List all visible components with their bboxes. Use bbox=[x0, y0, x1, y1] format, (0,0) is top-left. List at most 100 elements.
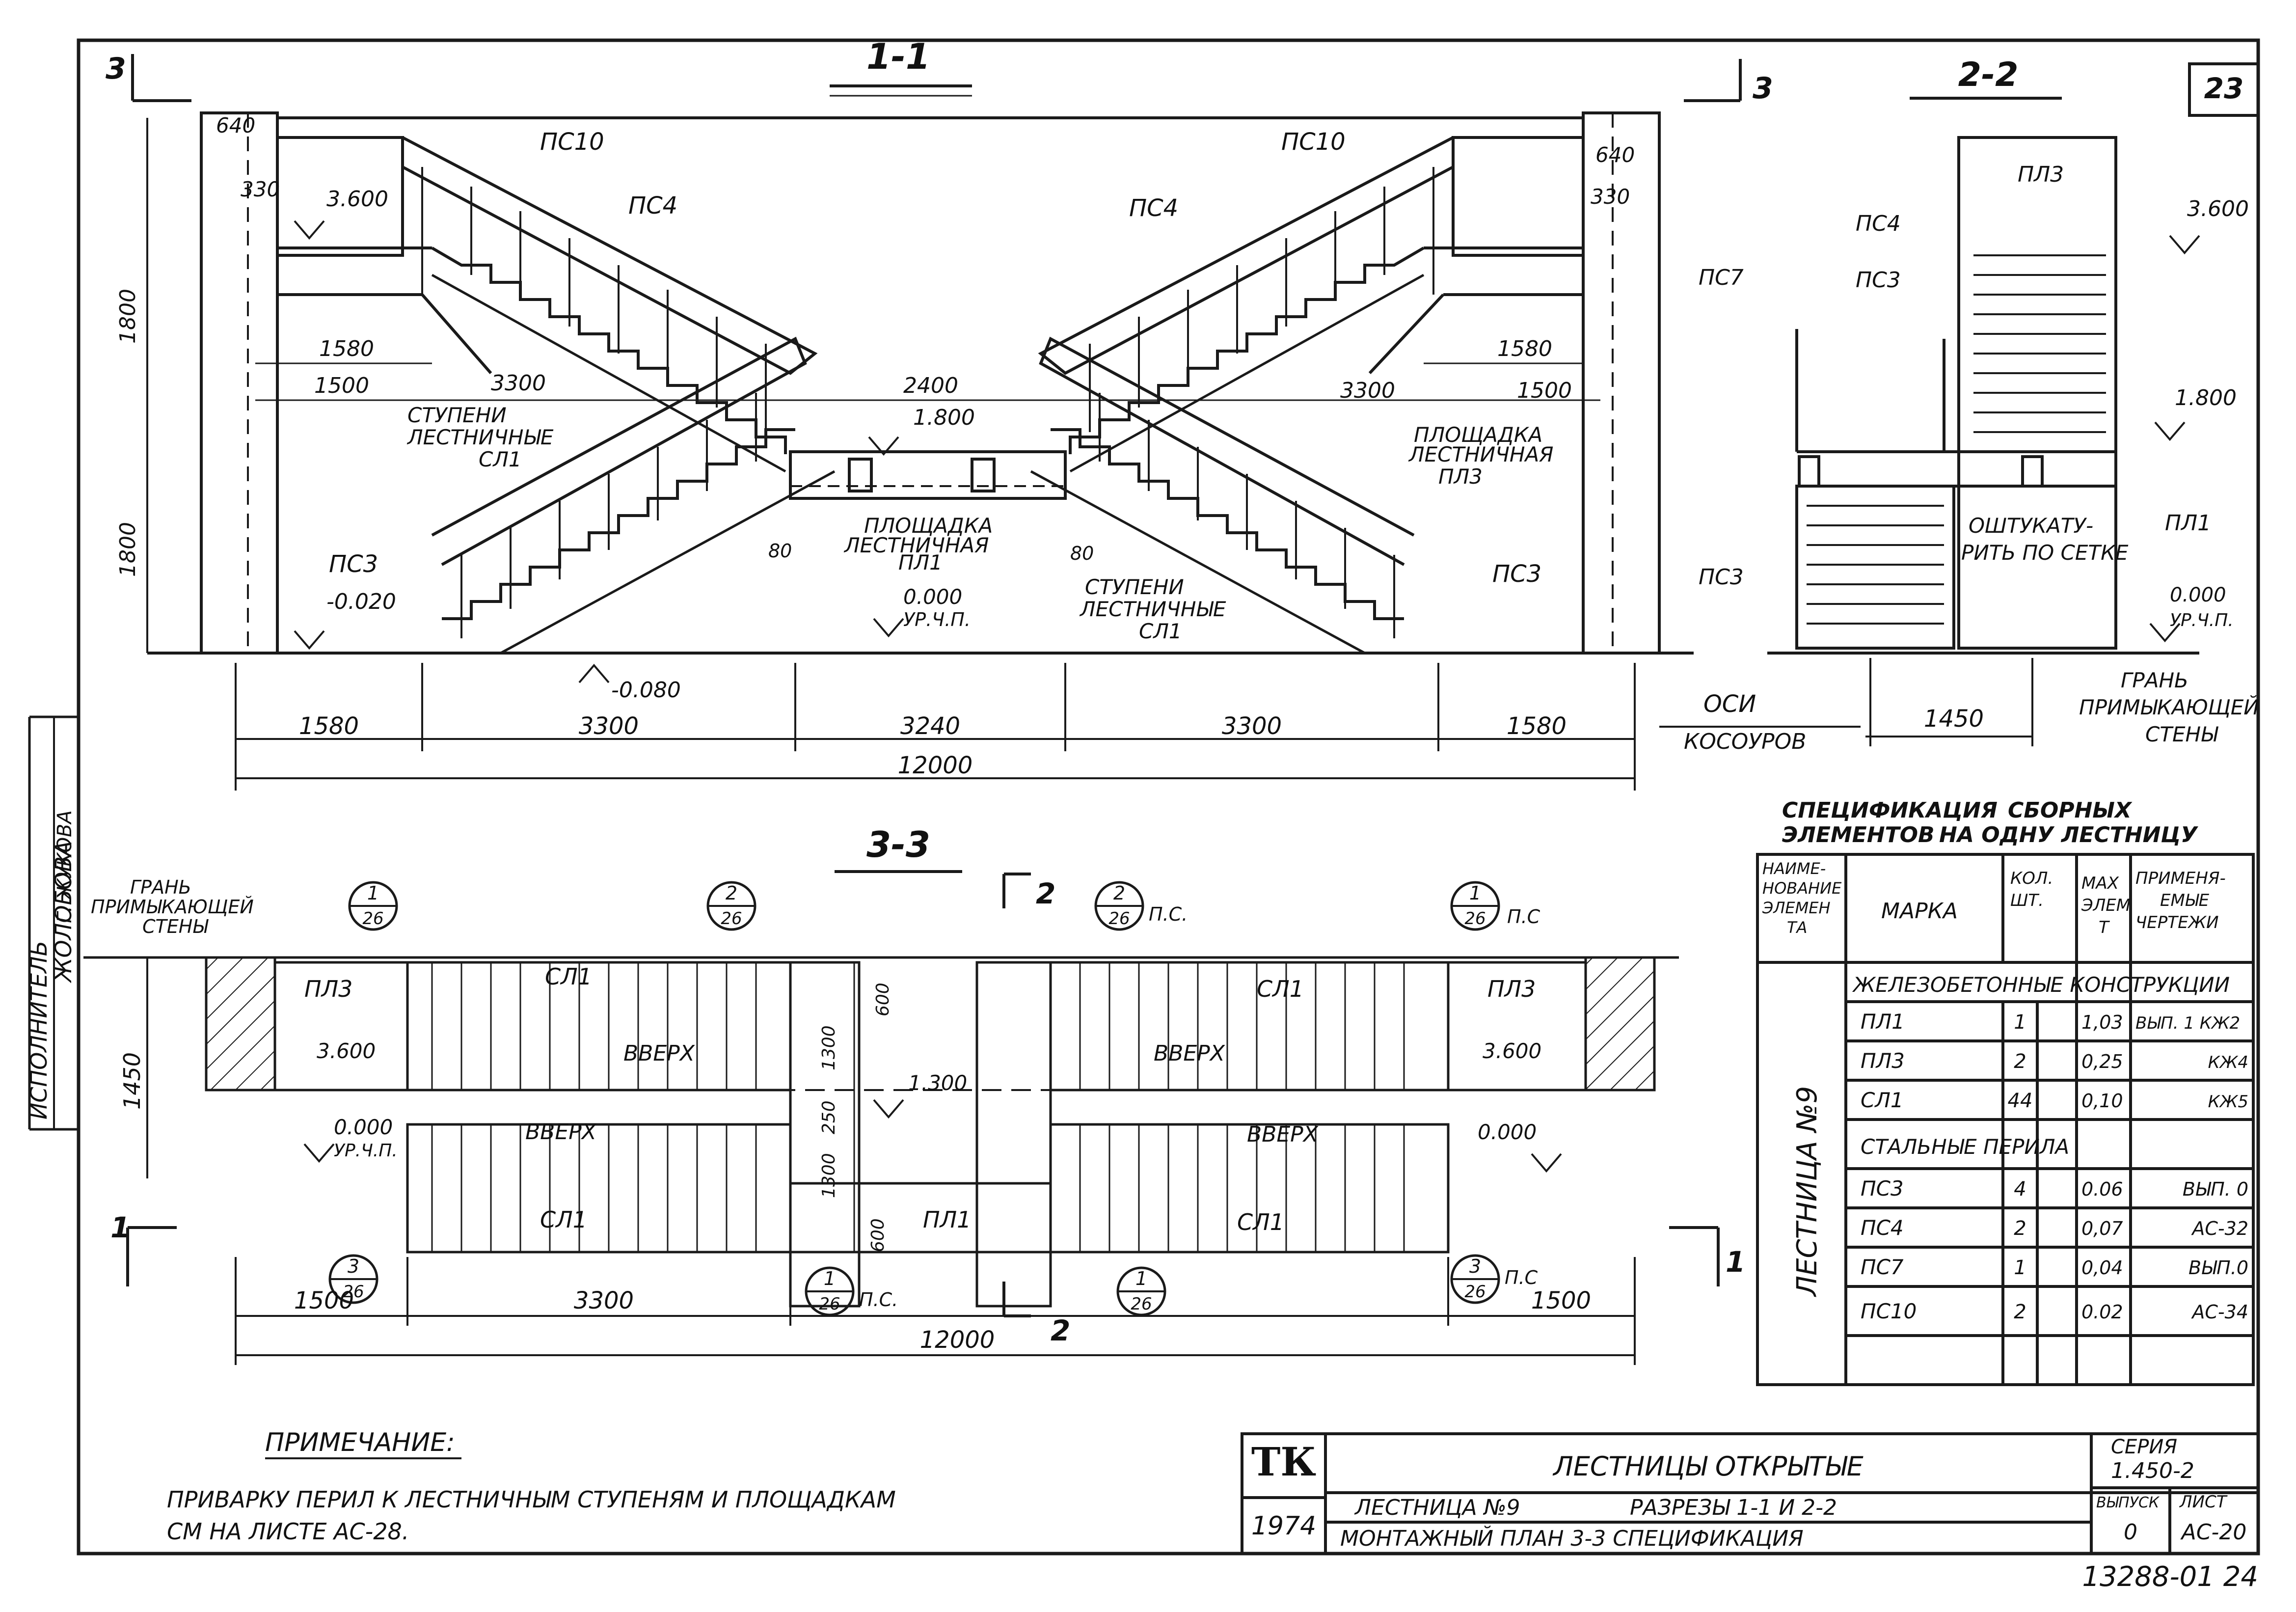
stamp-title: ЛЕСТНИЦЫ ОТКРЫТЫЕ bbox=[1552, 1451, 1864, 1482]
s33-dim-600-bottom: 600 bbox=[868, 1218, 888, 1252]
stamp-sheet-label: ЛИСТ bbox=[2179, 1492, 2228, 1512]
spec-rc-3-doc: КЖ5 bbox=[2208, 1092, 2248, 1112]
s22-level-3600: 3.600 bbox=[2187, 196, 2249, 221]
stamp-issue: 0 bbox=[2124, 1520, 2137, 1545]
callout-bottom-2-den: 26 bbox=[819, 1294, 840, 1314]
s22-label-pl3: ПЛ3 bbox=[2018, 162, 2064, 187]
spec-header-mark: МАРКА bbox=[1881, 899, 1958, 924]
callout-top-4-num: 1 bbox=[1469, 882, 1481, 904]
dim-1580-left: 1580 bbox=[319, 336, 374, 361]
center-landing bbox=[789, 450, 1067, 500]
stamp-org: ТК bbox=[1251, 1439, 1316, 1485]
s33-dim-250: 250 bbox=[819, 1100, 839, 1134]
spec-rc-1-doc: ВЫП. 1 КЖ2 bbox=[2135, 1013, 2240, 1033]
callout-bottom-1: 3 26 bbox=[328, 1254, 378, 1304]
label-landing-center-2: ЛЕСТНИЧНАЯ bbox=[843, 533, 989, 557]
spec-steel-1-mark: ПС3 bbox=[1861, 1176, 1904, 1201]
s33-dim-600-top: 600 bbox=[873, 983, 893, 1016]
spec-header-drawings-1: ПРИМЕНЯ- bbox=[2135, 869, 2226, 888]
cut-mark-3-left: 3 bbox=[106, 52, 126, 86]
dim-bottom-1580-left: 1580 bbox=[299, 712, 359, 740]
note-line-2: СМ НА ЛИСТЕ АС-28. bbox=[167, 1518, 409, 1545]
spec-table: СПЕЦИФИКАЦИЯ СБОРНЫХ ЭЛЕМЕНТОВ НА ОДНУ Л… bbox=[1756, 798, 2255, 1386]
callout-top-2-den: 26 bbox=[721, 909, 742, 929]
section-2-2: 2-2 bbox=[1659, 55, 2259, 754]
s33-dim-total-12000: 12000 bbox=[920, 1326, 995, 1354]
s33-level-3600-right: 3.600 bbox=[1483, 1039, 1541, 1063]
callout-top-2: 2 26 bbox=[706, 881, 756, 931]
dim-bottom-3300-left: 3300 bbox=[579, 712, 639, 740]
s33-label-up-4: ВВЕРХ bbox=[1247, 1122, 1319, 1147]
dim-total-12000: 12000 bbox=[898, 752, 973, 779]
label-ps10-left: ПС10 bbox=[540, 128, 604, 156]
margin-name: ЖОЛОБОВА bbox=[50, 841, 77, 984]
callout-top-3: 2 26 П.С. bbox=[1094, 881, 1188, 931]
title-stamp: ТК 1974 ЛЕСТНИЦЫ ОТКРЫТЫЕ ЛЕСТНИЦА №9 РА… bbox=[1241, 1432, 2260, 1555]
spec-steel-4-qty: 2 bbox=[2014, 1301, 2026, 1323]
s33-cut-1-left: 1 bbox=[110, 1211, 130, 1244]
callout-bottom-4-num: 3 bbox=[1469, 1256, 1481, 1277]
s33-dim-1500-right: 1500 bbox=[1531, 1287, 1591, 1314]
spec-steel-2-mass: 0,07 bbox=[2081, 1218, 2123, 1239]
label-ps4-left: ПС4 bbox=[628, 192, 677, 219]
s33-label-sl1-b: СЛ1 bbox=[1257, 976, 1304, 1002]
spec-steel-2-qty: 2 bbox=[2014, 1217, 2026, 1240]
s33-dim-1300-top: 1300 bbox=[819, 1025, 839, 1070]
section-2-2-title: 2-2 bbox=[1958, 55, 2019, 94]
label-landing-center-3: ПЛ1 bbox=[898, 550, 943, 574]
section-1-1-levels: 3.600 1.800 -0.020 0.000 УР.Ч.П. -0.080 bbox=[294, 187, 975, 703]
spec-steel-2-mark: ПС4 bbox=[1861, 1216, 1904, 1240]
spec-steel-1-doc: ВЫП. 0 bbox=[2183, 1178, 2248, 1200]
margin-name-2: Г. ЖУКОВА bbox=[54, 810, 76, 923]
spec-steel-3-doc: ВЫП.0 bbox=[2188, 1257, 2248, 1279]
spec-header-mass-2: ЭЛЕМ bbox=[2081, 896, 2131, 915]
level-0000: 0.000 bbox=[903, 585, 962, 609]
spec-title-2: СБОРНЫХ bbox=[2008, 798, 2133, 823]
s33-label-sl1-c: СЛ1 bbox=[540, 1206, 587, 1233]
s33-label-sl1-d: СЛ1 bbox=[1237, 1209, 1284, 1235]
s33-level-0000-left-sub: УР.Ч.П. bbox=[334, 1141, 398, 1161]
s22-label-wall-face-1: ГРАНЬ bbox=[2121, 668, 2188, 692]
s22-label-ps3-top: ПС3 bbox=[1856, 268, 1901, 293]
s33-wall-face-3: СТЕНЫ bbox=[142, 916, 209, 937]
s33-bottom-dims: 1500 3300 1500 12000 bbox=[235, 1257, 1636, 1365]
spec-section-rc: ЖЕЛЕЗОБЕТОННЫЕ КОНСТРУКЦИИ bbox=[1852, 973, 2230, 997]
callout-bottom-1-den: 26 bbox=[343, 1282, 364, 1302]
dim-640-right: 640 bbox=[1595, 143, 1635, 167]
s22-level-1800: 1.800 bbox=[2175, 385, 2237, 410]
s33-dim-3300: 3300 bbox=[574, 1287, 634, 1314]
s33-level-3600-left: 3.600 bbox=[317, 1039, 376, 1063]
level-minus-080: -0.080 bbox=[611, 678, 681, 703]
callout-bottom-2-num: 1 bbox=[824, 1268, 836, 1289]
spec-rc-3-mass: 0,10 bbox=[2081, 1090, 2123, 1112]
callout-bottom-4-den: 26 bbox=[1464, 1282, 1486, 1302]
s33-label-pl1: ПЛ1 bbox=[923, 1206, 971, 1233]
left-lower-flight bbox=[431, 336, 836, 655]
level-0000-sub: УР.Ч.П. bbox=[903, 609, 971, 630]
label-steps-right-3: СЛ1 bbox=[1139, 619, 1182, 643]
callout-top-1-num: 1 bbox=[367, 882, 379, 904]
dim-1800-upper: 1800 bbox=[115, 289, 140, 344]
spec-title-3: ЭЛЕМЕНТОВ bbox=[1782, 822, 1935, 847]
s33-step-lines bbox=[431, 962, 1405, 1252]
s22-label-pl1: ПЛ1 bbox=[2165, 511, 2211, 536]
spec-rc-2-mark: ПЛ3 bbox=[1861, 1049, 1905, 1073]
spec-header-name-4: ТА bbox=[1787, 918, 1807, 937]
spec-rc-3-qty: 44 bbox=[2008, 1090, 2033, 1112]
sheet-frame bbox=[28, 38, 2260, 1556]
s33-label-up-3: ВВЕРХ bbox=[525, 1120, 597, 1145]
dim-1580-right: 1580 bbox=[1497, 336, 1552, 361]
callout-bottom-3-den: 26 bbox=[1131, 1294, 1152, 1314]
s33-level-0000-right: 0.000 bbox=[1478, 1120, 1537, 1144]
spec-header-name-2: НОВАНИЕ bbox=[1762, 879, 1842, 898]
s33-label-up-2: ВВЕРХ bbox=[1154, 1041, 1225, 1066]
label-landing-right-1: ПЛОЩАДКА bbox=[1414, 423, 1542, 447]
spec-section-steel: СТАЛЬНЫЕ ПЕРИЛА bbox=[1861, 1135, 2069, 1159]
label-steps-left-3: СЛ1 bbox=[479, 447, 522, 471]
label-steps-left-2: ЛЕСТНИЧНЫЕ bbox=[406, 425, 554, 449]
s33-callouts-top: 1 26 2 26 2 26 П.С. 1 26 П.С bbox=[348, 881, 1540, 931]
section-1-1-dims: 640 330 640 330 1800 1800 1580 1500 3300… bbox=[115, 113, 1635, 653]
spec-steel-4-mass: 0.02 bbox=[2081, 1301, 2123, 1323]
level-minus-020: -0.020 bbox=[326, 589, 396, 614]
s33-label-sl1-a: СЛ1 bbox=[545, 963, 592, 990]
